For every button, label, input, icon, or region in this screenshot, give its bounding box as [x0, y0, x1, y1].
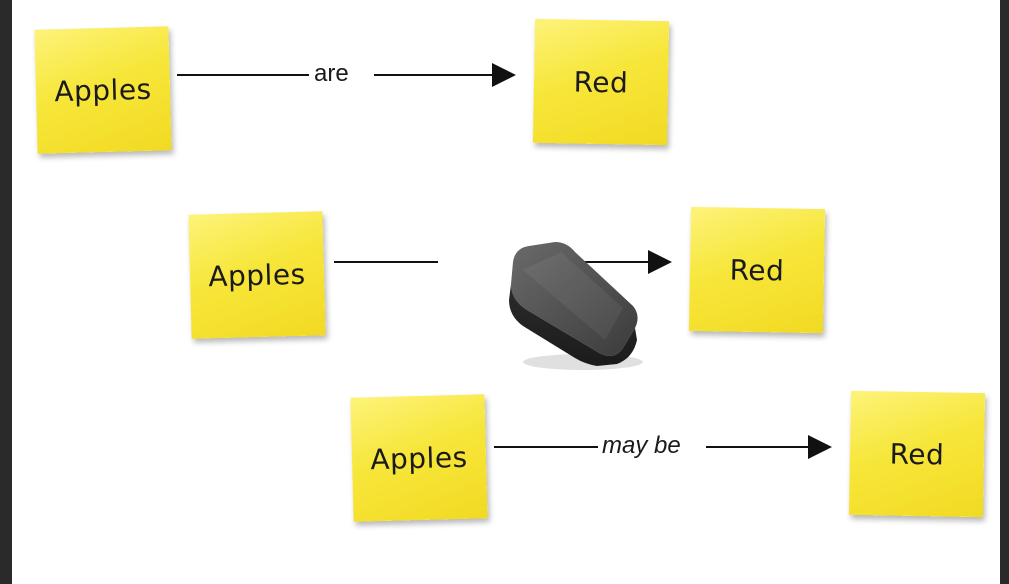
edge-3-arrowhead [808, 435, 832, 459]
edge-1-arrowhead [492, 63, 516, 87]
note-object-3: Red [848, 390, 986, 518]
edge-1-line-left [177, 74, 309, 76]
edge-2-line-right [560, 261, 648, 263]
note-object-2-label: Red [729, 253, 785, 287]
note-object-3-label: Red [889, 437, 945, 471]
note-subject-3: Apples [350, 394, 488, 522]
note-subject-3-label: Apples [369, 440, 469, 476]
note-object-1-label: Red [573, 65, 629, 99]
edge-1-line-right [374, 74, 494, 76]
edge-3-line-right [706, 446, 810, 448]
note-object-2: Red [688, 206, 826, 334]
note-subject-2-label: Apples [207, 257, 307, 293]
edge-3-line-left [494, 446, 598, 448]
eraser-image [509, 242, 643, 370]
diagram-canvas: Apples are Red Apples Red Ap [12, 0, 1000, 584]
edge-1-label: are [310, 60, 353, 88]
edge-2-arrowhead [648, 250, 672, 274]
note-subject-1: Apples [34, 26, 172, 154]
edge-3-label: may be [598, 432, 685, 460]
note-subject-2: Apples [188, 211, 326, 339]
note-object-1: Red [532, 18, 670, 146]
note-subject-1-label: Apples [53, 72, 153, 108]
edge-2-line-left [334, 261, 438, 263]
